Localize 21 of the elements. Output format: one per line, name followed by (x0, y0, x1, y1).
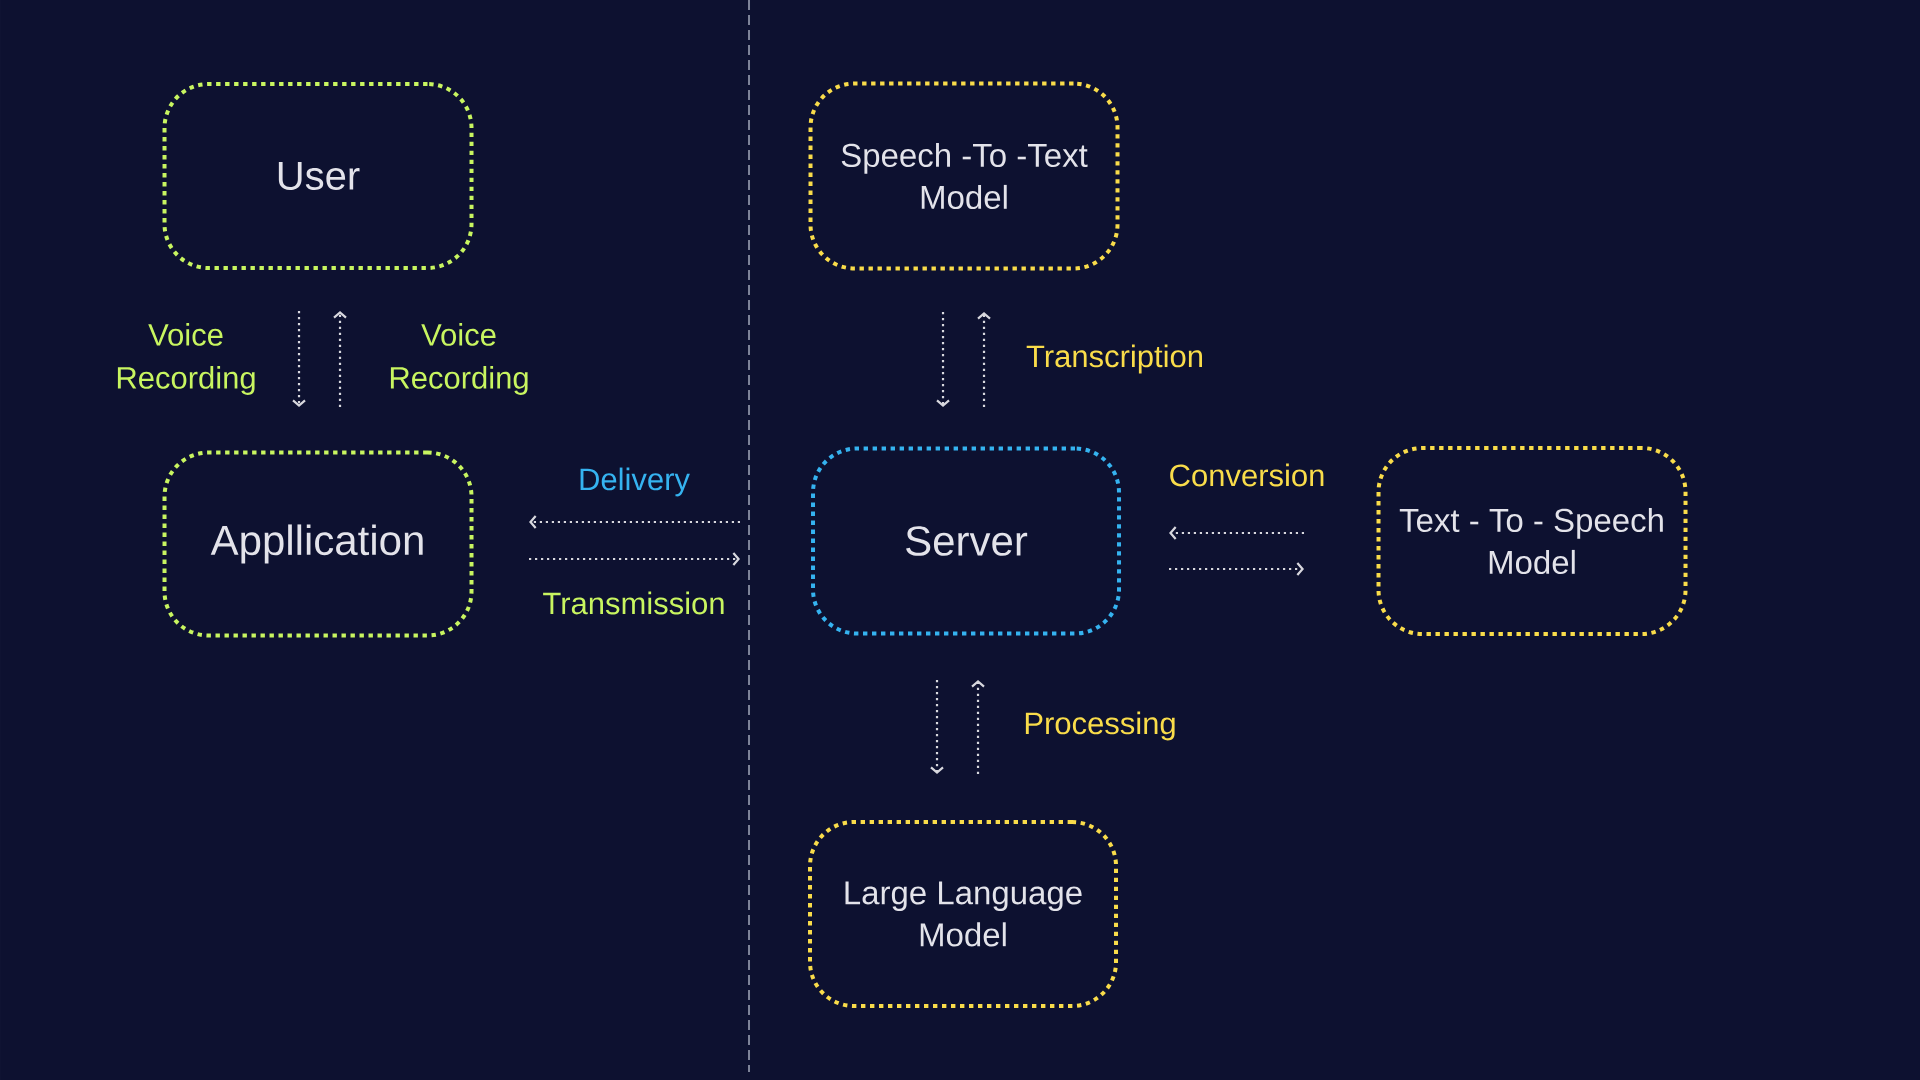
edge-label: Transcription (1026, 344, 1202, 374)
process-box: User (162, 82, 474, 270)
arrow (1169, 562, 1304, 576)
arrow (333, 311, 347, 407)
process-box: Server (811, 446, 1121, 636)
edge-label: Transmission (543, 591, 724, 615)
edge-label: Voice Recording (390, 323, 528, 395)
arrow (529, 552, 740, 566)
process-box: Large Language Model (808, 820, 1118, 1008)
arrow (977, 312, 991, 407)
edge-label: Conversion (1170, 463, 1324, 487)
edge-label: Processing (1025, 711, 1175, 741)
edge-label: Delivery (580, 467, 690, 497)
process-box: Speech -To -Text Model (808, 81, 1120, 271)
process-box: Appllication (162, 450, 474, 638)
process-box: Text - To - Speech Model (1376, 446, 1688, 636)
arrow (1169, 526, 1304, 540)
arrow (930, 680, 944, 774)
arrow (971, 680, 985, 774)
arrow (529, 515, 740, 529)
arrow (936, 312, 950, 407)
